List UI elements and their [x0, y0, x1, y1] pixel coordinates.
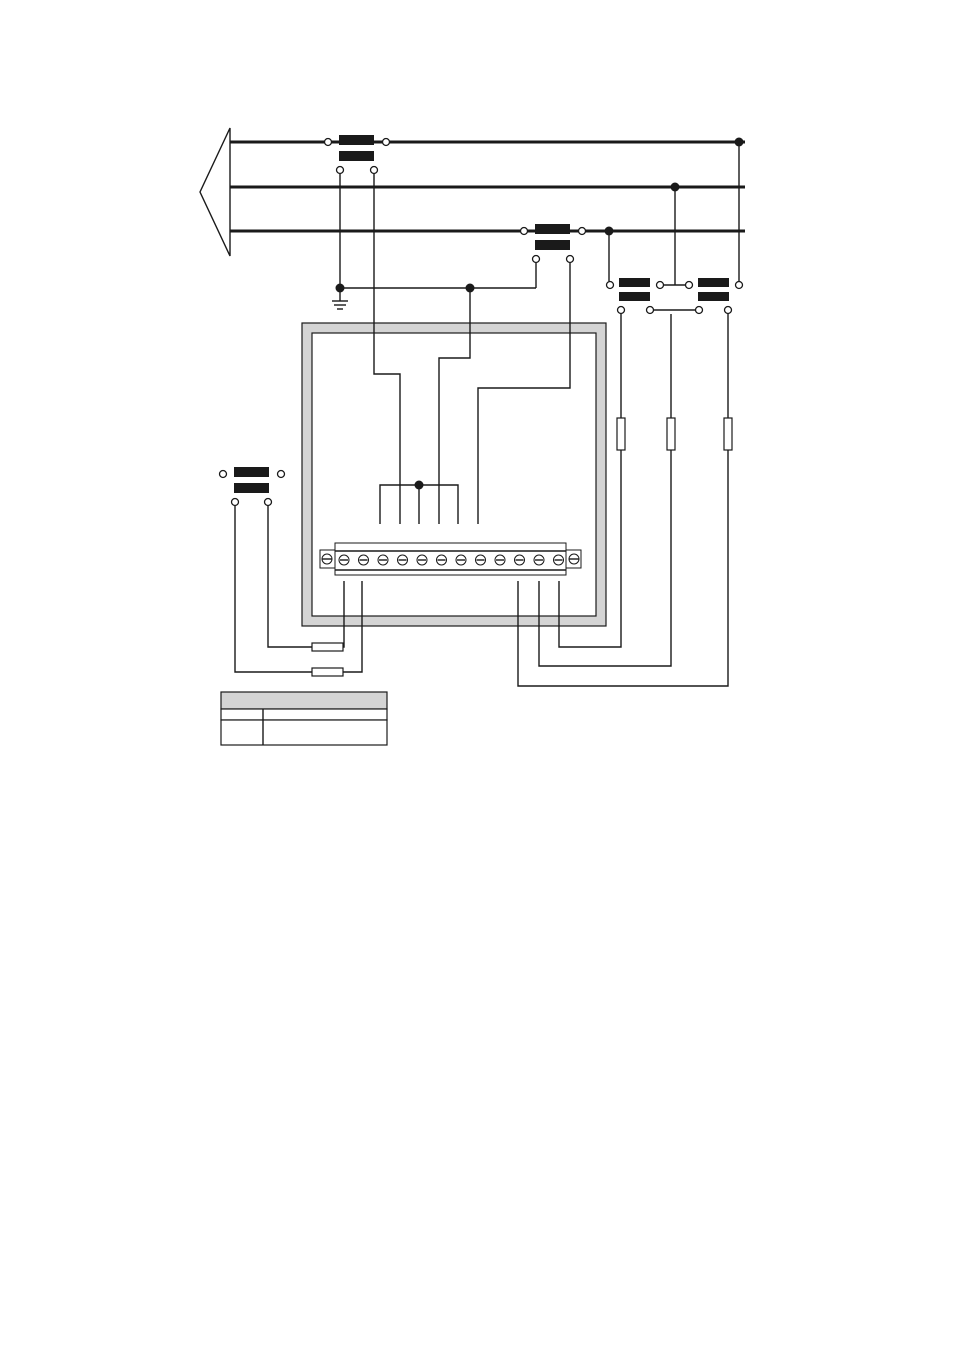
ground-return [332, 174, 537, 310]
current-transformer-l1 [323, 135, 391, 175]
current-transformer-l3 [519, 224, 587, 264]
voltage-wiring [517, 314, 729, 687]
current-transformer-aux [218, 467, 286, 507]
fuse-4 [311, 642, 344, 652]
fuse-1 [616, 417, 626, 451]
bus-taps [608, 142, 740, 311]
aux-wiring [234, 506, 363, 673]
internal-wiring [373, 174, 571, 524]
terminal-screws [338, 554, 564, 566]
transformer-right-b [684, 278, 744, 315]
fuse-3 [723, 417, 733, 451]
fuse-5 [311, 667, 344, 677]
transformer-right-a [605, 278, 665, 315]
fuse-2 [666, 417, 676, 451]
source-arrow [199, 127, 231, 257]
bus-lines [230, 140, 745, 233]
terminal-block [319, 542, 582, 576]
legend-table [220, 691, 388, 746]
